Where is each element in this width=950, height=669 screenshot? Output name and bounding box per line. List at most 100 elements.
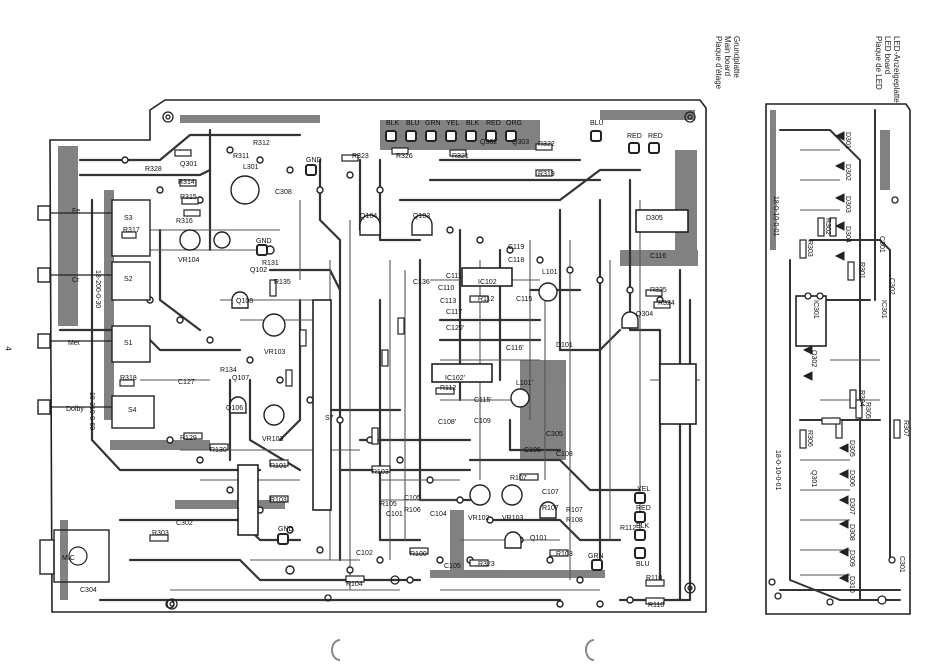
- svg-text:D101: D101: [556, 342, 573, 349]
- svg-text:D309: D309: [848, 550, 855, 567]
- svg-text:R130: R130: [210, 447, 227, 454]
- svg-text:R303: R303: [152, 530, 169, 537]
- svg-text:Q107: Q107: [232, 375, 249, 382]
- svg-text:C305: C305: [546, 431, 563, 438]
- pad-label-red-right2: RED: [648, 133, 663, 140]
- svg-text:R305: R305: [864, 402, 871, 419]
- svg-text:C301: C301: [898, 556, 905, 573]
- svg-text:D310: D310: [848, 576, 855, 593]
- led-board-ic: [795, 295, 827, 347]
- svg-text:R112: R112: [620, 525, 636, 532]
- svg-text:C302: C302: [888, 278, 895, 295]
- svg-text:R106: R106: [404, 507, 421, 514]
- svg-text:C127: C127: [178, 379, 195, 386]
- mic-jack-label: MIC: [62, 555, 75, 562]
- switch-label-dolby: Dolby: [66, 406, 84, 413]
- svg-text:VR102: VR102: [468, 515, 490, 522]
- board-code-main-2: 18-210-0-60: [88, 392, 95, 430]
- svg-text:R100: R100: [410, 551, 427, 558]
- pad-label-yel: YEL: [446, 120, 459, 127]
- svg-text:C136: C136: [413, 279, 430, 286]
- svg-text:C111: C111: [446, 273, 462, 280]
- svg-text:Q302: Q302: [810, 350, 817, 367]
- switch-block-s1: S1: [124, 340, 133, 347]
- solder-pads: [121, 146, 664, 609]
- svg-text:R103: R103: [372, 469, 389, 476]
- svg-text:C105: C105: [404, 495, 421, 502]
- svg-text:C108: C108: [556, 451, 573, 458]
- svg-text:R110: R110: [648, 602, 664, 609]
- pad-label-red-bottom: RED: [636, 505, 651, 512]
- svg-text:C301: C301: [878, 236, 885, 253]
- svg-text:R312: R312: [253, 140, 270, 147]
- svg-text:C120': C120': [446, 325, 464, 332]
- svg-text:Q101: Q101: [530, 535, 547, 542]
- svg-text:Q304: Q304: [636, 311, 653, 318]
- svg-text:R325: R325: [650, 287, 667, 294]
- led-board-title-fr: Plaque de LED: [874, 36, 883, 90]
- svg-text:R323: R323: [478, 561, 495, 568]
- svg-text:L301: L301: [243, 164, 259, 171]
- svg-text:R105: R105: [380, 501, 397, 508]
- binding-marks: [331, 639, 595, 661]
- svg-text:R112: R112: [440, 385, 456, 392]
- svg-text:D302: D302: [844, 164, 851, 181]
- pad-label-blk2: BLK: [466, 120, 480, 127]
- board-code-led-2: 18-0-10-0-01: [774, 450, 781, 491]
- svg-text:R311: R311: [233, 153, 249, 160]
- svg-text:C101: C101: [386, 511, 403, 518]
- svg-text:D301: D301: [844, 132, 851, 149]
- main-board-title: Grundplatte Main board Plaque d'étage: [714, 36, 741, 89]
- svg-text:R318: R318: [120, 375, 137, 382]
- svg-text:R323: R323: [352, 153, 369, 160]
- svg-text:R103: R103: [270, 497, 287, 504]
- svg-text:D305: D305: [848, 440, 855, 457]
- svg-text:R129: R129: [180, 435, 197, 442]
- svg-text:VR103: VR103: [502, 515, 524, 522]
- svg-text:VR104: VR104: [178, 257, 200, 264]
- svg-text:L101: L101: [542, 269, 558, 276]
- svg-text:D307: D307: [848, 498, 855, 515]
- svg-text:C119: C119: [508, 244, 524, 251]
- svg-text:C107: C107: [542, 489, 559, 496]
- integrated-circuits: [237, 209, 697, 536]
- svg-text:C110: C110: [438, 285, 454, 292]
- svg-text:Q301: Q301: [810, 470, 817, 487]
- svg-text:R317: R317: [123, 227, 140, 234]
- pad-label-blk-bottom: BLK: [636, 523, 650, 530]
- svg-text:Q303: Q303: [512, 139, 529, 146]
- svg-text:R304: R304: [858, 390, 865, 407]
- pad-label-blu: BLU: [406, 120, 420, 127]
- main-board-title-en: Main board: [723, 36, 732, 77]
- switch-label-met: Met: [68, 340, 80, 347]
- led-board-title-en: LED board: [883, 36, 892, 75]
- svg-text:C113: C113: [440, 298, 456, 305]
- led-diodes: [802, 131, 849, 583]
- svg-text:C105: C105: [444, 563, 461, 570]
- svg-text:Q301: Q301: [180, 161, 197, 168]
- main-board-outline: [49, 99, 707, 613]
- svg-text:R103: R103: [556, 551, 573, 558]
- svg-text:R319: R319: [538, 171, 555, 178]
- page-number: 4: [3, 346, 13, 351]
- pad-label-blu-bottom: BLU: [636, 561, 650, 568]
- svg-text:VR103: VR103: [264, 349, 286, 356]
- svg-text:R107: R107: [510, 475, 527, 482]
- svg-text:R315: R315: [180, 194, 197, 201]
- pad-label-red: RED: [486, 120, 501, 127]
- svg-text:C104: C104: [430, 511, 447, 518]
- main-board: Fe Cr Met Dolby S3 S2 S1 S4 MIC: [37, 99, 707, 613]
- svg-text:R134: R134: [220, 367, 237, 374]
- svg-text:C304: C304: [80, 587, 97, 594]
- switch-block-s4: S4: [128, 407, 137, 414]
- svg-text:S7: S7: [325, 415, 334, 422]
- transistors: [179, 175, 639, 549]
- svg-text:R135: R135: [274, 279, 291, 286]
- svg-text:C102: C102: [356, 550, 373, 557]
- svg-text:C115: C115: [516, 296, 532, 303]
- svg-text:D303: D303: [844, 196, 851, 213]
- svg-text:R107: R107: [542, 505, 559, 512]
- svg-text:C302: C302: [176, 520, 193, 527]
- pad-label-yel-bottom: YEL: [637, 486, 650, 493]
